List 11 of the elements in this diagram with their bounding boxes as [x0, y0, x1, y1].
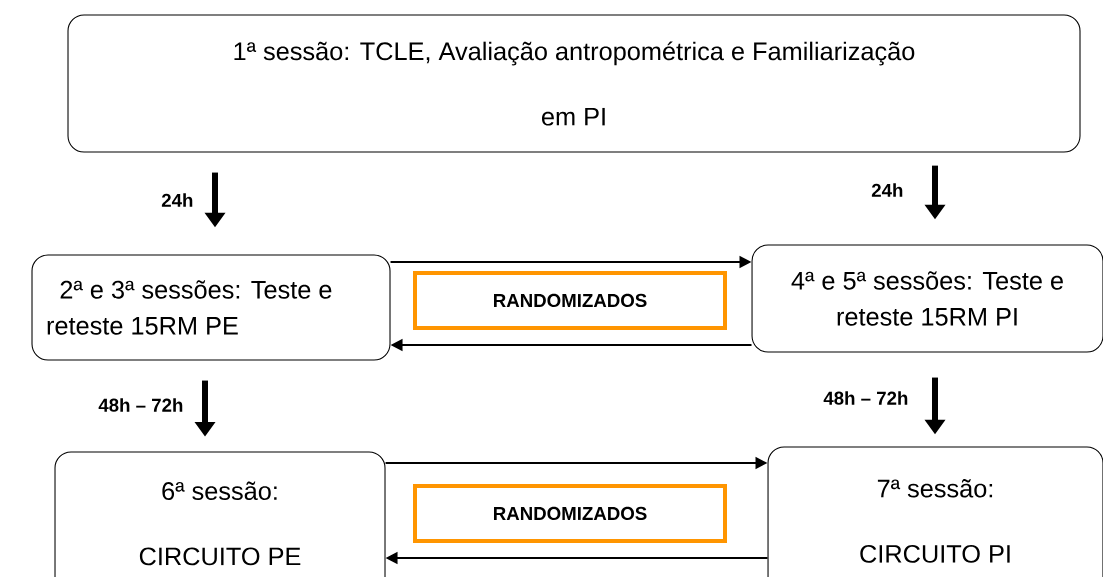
edge-label: 48h – 72h: [822, 389, 910, 407]
label-box: RANDOMIZADOS: [413, 484, 727, 543]
session-box: 6ª sessão: CIRCUITO PE: [54, 451, 386, 577]
session-box: 4ª e 5ª sessões: Teste e reteste 15RM PI: [751, 244, 1103, 353]
edge-label: 24h: [159, 191, 195, 209]
edge-label: 48h – 72h: [97, 396, 185, 414]
edge-label: 24h: [869, 181, 905, 199]
session-box: 2ª e 3ª sessões: Teste e reteste 15RM PE: [31, 254, 391, 361]
session-box: 1ª sessão: TCLE, Avaliação antropométrica e Familiarização em PI: [67, 14, 1081, 153]
label-box: RANDOMIZADOS: [413, 271, 727, 330]
session-box: 7ª sessão: CIRCUITO PI: [767, 446, 1103, 577]
